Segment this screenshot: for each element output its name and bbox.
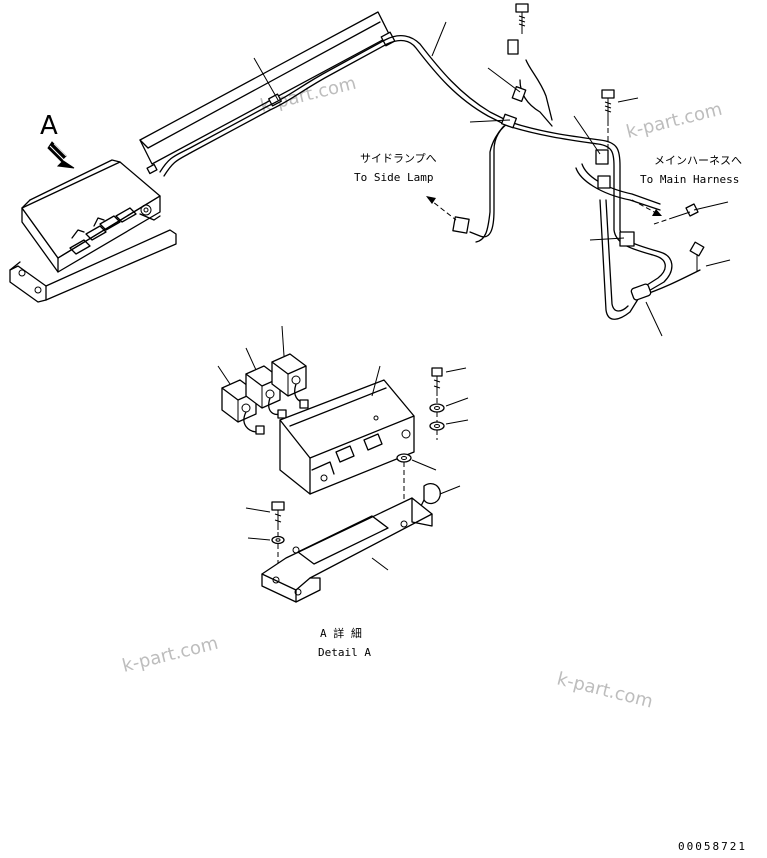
washer-icon [429, 421, 445, 431]
side-lamp-arrow-icon [426, 196, 457, 221]
watermark-4: k-part.com [555, 668, 655, 712]
view-arrow-icon [47, 141, 75, 169]
leader-lines-upper [253, 21, 731, 337]
drawing-number: 00058721 [678, 840, 747, 853]
bolt-icon [271, 501, 285, 530]
bolt-icon [689, 241, 705, 272]
side-lamp-label-jp: サイドランプへ [360, 152, 437, 165]
bolt-icon [431, 367, 443, 396]
fuse-box-assembly [9, 159, 177, 303]
main-harness-label-jp: メインハーネスへ [654, 154, 742, 167]
detail-a-hardware [245, 367, 469, 578]
bolt-icon [653, 203, 699, 225]
harness-clamps [452, 39, 652, 301]
detail-a-cover [279, 365, 415, 495]
wire-harness [159, 34, 701, 320]
bolt-icon [515, 3, 529, 34]
watermark-2: k-part.com [624, 99, 724, 143]
washer-icon [429, 403, 445, 413]
bolts-upper [515, 3, 705, 272]
side-lamp-label-en: To Side Lamp [354, 171, 433, 184]
watermark-3: k-part.com [120, 633, 220, 677]
view-a-label: A [40, 111, 58, 141]
bolt-icon [601, 89, 615, 150]
detail-a-base-plate [261, 497, 433, 603]
detail-a-relays [217, 325, 309, 435]
detail-a-label-en: Detail A [318, 646, 371, 659]
view-a-indicator: A [40, 111, 75, 169]
main-harness-label-en: To Main Harness [640, 173, 739, 186]
main-harness-arrow-icon [631, 199, 662, 216]
detail-a-label-jp: A 詳 細 [320, 626, 362, 640]
washer-icon [271, 535, 285, 545]
washer-icon [396, 453, 412, 463]
